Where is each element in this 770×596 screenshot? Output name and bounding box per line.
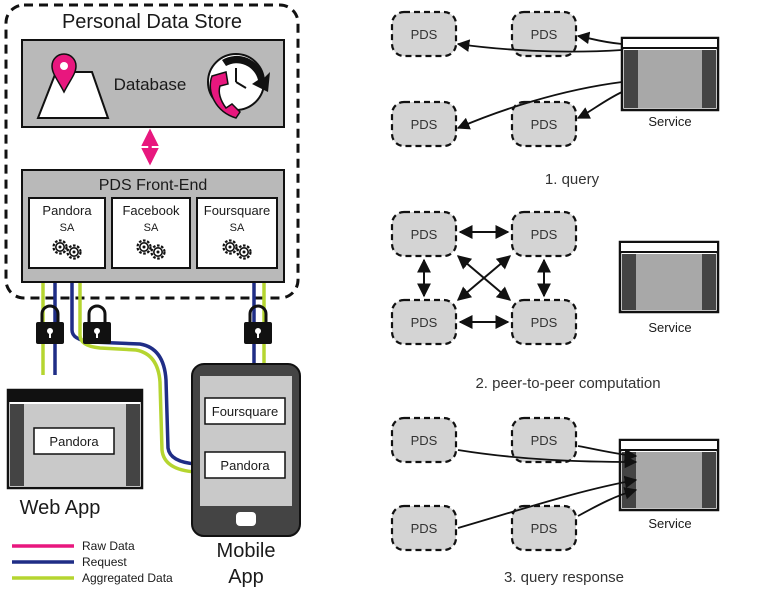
pds-title: Personal Data Store xyxy=(62,11,242,33)
pds-node xyxy=(390,298,458,346)
sa-sub: SA xyxy=(60,222,75,234)
pds-node-label: PDS xyxy=(531,521,558,536)
sa-facebook: Facebook SA xyxy=(111,197,191,269)
personal-data-store: Personal Data Store Database PDS Front-E… xyxy=(4,3,300,300)
mobile-app-label-2: App xyxy=(228,566,264,588)
padlock-icon xyxy=(83,304,111,344)
padlock-icon xyxy=(36,304,64,344)
pds-node xyxy=(390,210,458,258)
pds-node-label: PDS xyxy=(411,433,438,448)
pds-node-label: PDS xyxy=(531,433,558,448)
pds-node xyxy=(510,10,578,58)
pds-node xyxy=(510,416,578,464)
service-label: Service xyxy=(648,516,691,531)
pds-node-label: PDS xyxy=(531,227,558,242)
pds-node-label: PDS xyxy=(531,117,558,132)
legend: Raw Data Request Aggregated Data xyxy=(12,539,173,585)
pds-node-label: PDS xyxy=(531,315,558,330)
pds-node xyxy=(390,100,458,148)
mobile-app-pandora: Pandora xyxy=(220,458,270,473)
response-arrows xyxy=(457,445,638,529)
phone-clock-icon xyxy=(207,53,270,119)
pds-node xyxy=(510,298,578,346)
sa-name: Foursquare xyxy=(204,203,270,218)
sa-foursquare: Foursquare SA xyxy=(196,197,278,269)
database-label: Database xyxy=(114,75,187,94)
pds-node xyxy=(390,416,458,464)
p2p-arrows xyxy=(417,225,551,329)
legend-label-aggregated: Aggregated Data xyxy=(82,571,173,585)
legend-label-raw: Raw Data xyxy=(82,539,135,553)
pds-node-label: PDS xyxy=(411,27,438,42)
service-label: Service xyxy=(648,114,691,129)
pds-node xyxy=(510,100,578,148)
panel-caption-query-response: 3. query response xyxy=(504,569,624,586)
pds-node-label: PDS xyxy=(411,117,438,132)
pds-node xyxy=(390,10,458,58)
padlock-icon xyxy=(244,304,272,344)
sa-name: Facebook xyxy=(122,203,180,218)
web-app-label: Web App xyxy=(20,497,101,519)
web-app-pandora: Pandora xyxy=(49,434,99,449)
frontend-label: PDS Front-End xyxy=(99,177,207,194)
pds-node-label: PDS xyxy=(531,27,558,42)
mobile-app-label-1: Mobile xyxy=(217,540,276,562)
map-pin-icon xyxy=(36,53,110,119)
service-box xyxy=(618,240,720,314)
pds-node-label: PDS xyxy=(411,315,438,330)
query-arrows xyxy=(456,31,623,130)
legend-label-request: Request xyxy=(82,555,127,569)
pds-node xyxy=(510,504,578,552)
pds-node-label: PDS xyxy=(411,227,438,242)
pds-dashed-boundary xyxy=(4,3,300,300)
pds-node xyxy=(510,210,578,258)
panel-caption-peer-to-peer: 2. peer-to-peer computation xyxy=(475,375,660,392)
pds-node xyxy=(390,504,458,552)
panel-query-response: PDS PDS PDS PDS Service 3. query respons… xyxy=(390,416,720,586)
panel-peer-to-peer: PDS PDS PDS PDS Service 2. peer-to-peer … xyxy=(390,210,720,392)
mobile-app: Foursquare Pandora Mobile App xyxy=(191,363,301,588)
panel-query: PDS PDS PDS PDS Service 1. query xyxy=(390,10,720,188)
service-label: Service xyxy=(648,320,691,335)
sa-sub: SA xyxy=(144,222,159,234)
mobile-app-foursquare: Foursquare xyxy=(212,404,278,419)
service-box xyxy=(620,36,720,112)
sa-pandora: Pandora SA xyxy=(28,197,106,269)
service-box xyxy=(618,438,720,512)
panel-caption-query: 1. query xyxy=(545,171,600,188)
web-app: Pandora Web App xyxy=(6,388,144,519)
sa-sub: SA xyxy=(230,222,245,234)
pds-node-label: PDS xyxy=(411,521,438,536)
sa-name: Pandora xyxy=(42,203,92,218)
